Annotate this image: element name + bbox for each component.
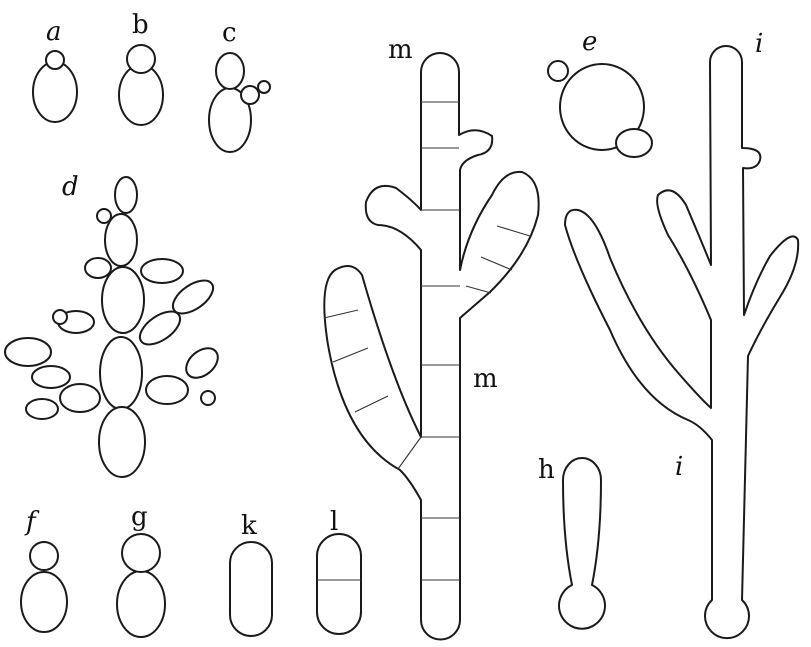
- label-m-mid: m: [473, 364, 498, 394]
- figure-c: c: [209, 18, 270, 152]
- label-m-top: m: [388, 35, 413, 65]
- label-a: a: [46, 17, 62, 47]
- figure-l: l: [317, 507, 361, 634]
- label-f: f: [24, 507, 40, 537]
- label-h: h: [538, 455, 555, 485]
- label-l: l: [330, 507, 338, 537]
- label-k: k: [241, 511, 257, 541]
- figure-h: h: [538, 455, 605, 629]
- figure-e: e: [548, 27, 652, 157]
- figure-b: b: [119, 10, 163, 125]
- label-c: c: [222, 18, 237, 48]
- label-g: g: [131, 502, 148, 532]
- label-e: e: [582, 27, 597, 57]
- label-i-bottom: i: [675, 452, 683, 482]
- figure-f: f: [21, 507, 67, 632]
- figure-g: g: [117, 502, 165, 637]
- figure-d: d: [5, 172, 224, 477]
- figure-k: k: [230, 511, 272, 636]
- label-d: d: [62, 172, 79, 202]
- figure-a: a: [33, 17, 77, 122]
- label-b: b: [132, 10, 149, 40]
- label-i-top: i: [755, 29, 763, 59]
